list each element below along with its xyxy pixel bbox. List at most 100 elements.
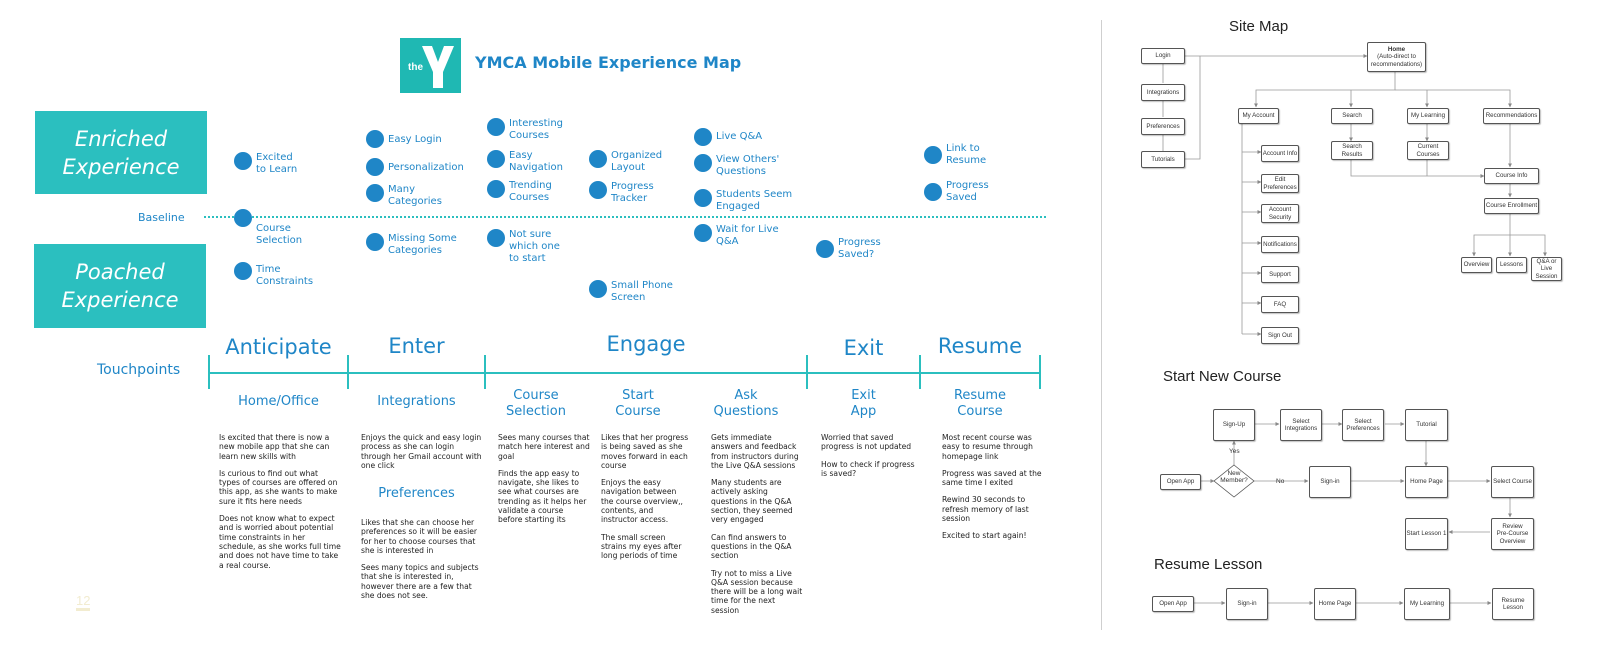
logo-the-text: the <box>408 62 423 73</box>
substage-description: Sees many courses that match here intere… <box>498 433 590 533</box>
description-paragraph: Most recent course was easy to resume th… <box>942 433 1033 461</box>
stage-resume: Resume <box>937 334 1023 358</box>
emotion-dot <box>366 130 384 148</box>
substage-title: Preferences <box>378 486 455 501</box>
emotion-dot <box>694 189 712 207</box>
emotion-label: Progress Tracker <box>611 181 654 204</box>
sitemap-title: Site Map <box>1229 18 1289 35</box>
emotion-label: Students Seem Engaged <box>716 189 793 212</box>
emotion-dot <box>366 184 384 202</box>
emotion-dot <box>234 152 252 170</box>
description-paragraph: Does not know what to expect and is worr… <box>219 514 341 570</box>
emotion-point: Missing Some Categories <box>366 233 457 257</box>
emotion-dot <box>694 224 712 242</box>
node-select-preferences: Select Preferences <box>1342 409 1384 441</box>
poached-label: Poached Experience <box>61 260 179 312</box>
emotion-point: Live Q&A <box>694 128 762 146</box>
substage-title: Home/Office <box>238 394 319 409</box>
description-paragraph: Excited to start again! <box>942 531 1027 541</box>
substage-title: Resume Course <box>953 388 1007 419</box>
emotion-dot <box>924 183 942 201</box>
node-open-app-2: Open App <box>1152 596 1194 612</box>
stage-anticipate: Anticipate <box>225 335 332 359</box>
emotion-point: Not sure which one to start <box>487 229 560 265</box>
emotion-label: Live Q&A <box>716 131 763 142</box>
description-paragraph: Worried that saved progress is not updat… <box>821 433 912 452</box>
substage-description: Most recent course was easy to resume th… <box>942 433 1042 549</box>
emotion-point: View Others' Questions <box>694 154 779 178</box>
emotion-point: Progress Saved? <box>816 237 881 261</box>
page-number: 12 <box>76 593 91 611</box>
substage-title: Integrations <box>377 394 456 409</box>
emotion-point: Easy Login <box>366 130 442 148</box>
description-paragraph: Sees many courses that match here intere… <box>498 433 590 461</box>
node-open-app: Open App <box>1160 474 1201 490</box>
stage-tick <box>1039 355 1041 389</box>
emotion-point: Easy Navigation <box>487 150 563 174</box>
substage-description: Enjoys the quick and easy login process … <box>361 433 483 478</box>
emotion-dot <box>487 229 505 247</box>
emotion-point: Link to Resume <box>924 143 986 167</box>
stage-engage: Engage <box>606 332 686 356</box>
substage-description: Likes that her progress is being saved a… <box>601 433 691 569</box>
touchpoints-label: Touchpoints <box>97 362 181 378</box>
description-paragraph: Enjoys the quick and easy login process … <box>361 433 482 470</box>
ymca-y-icon <box>422 46 454 88</box>
emotion-point: Course Selection <box>234 209 302 247</box>
emotion-dot <box>589 150 607 168</box>
stage-tick <box>919 355 921 389</box>
enriched-label: Enriched Experience <box>62 126 180 179</box>
page-title: YMCA Mobile Experience Map <box>475 53 742 72</box>
home-title: Home <box>1387 45 1406 53</box>
description-paragraph: The small screen strains my eyes after l… <box>601 532 682 561</box>
home-subtitle: (Auto-direct to recommendations) <box>1370 53 1423 68</box>
node-account-security: Account Security <box>1261 204 1299 223</box>
start-course-title: Start New Course <box>1163 368 1282 385</box>
emotion-label: Trending Courses <box>509 180 552 203</box>
emotion-label: Excited to Learn <box>256 152 298 175</box>
emotion-label: Missing Some Categories <box>388 233 457 256</box>
substage-description: Is excited that there is now a new mobil… <box>219 433 341 578</box>
emotion-label: Progress Saved? <box>838 237 881 260</box>
description-paragraph: Is curious to find out what types of cou… <box>219 468 338 506</box>
node-faq: FAQ <box>1261 296 1299 313</box>
stage-tick <box>347 355 349 389</box>
stage-exit: Exit <box>843 336 884 360</box>
substage-title: Course Selection <box>506 388 566 419</box>
substage-title: Exit App <box>850 388 877 419</box>
emotion-dot <box>694 154 712 172</box>
node-account-info: Account Info <box>1261 145 1299 162</box>
node-notifications: Notifications <box>1261 236 1299 253</box>
emotion-point: Time Constraints <box>234 262 313 288</box>
emotion-label: Interesting Courses <box>509 118 563 141</box>
node-select-course: Select Course <box>1491 466 1534 498</box>
node-home-page: Home Page <box>1405 466 1448 498</box>
emotion-point: Many Categories <box>366 184 442 208</box>
emotion-dot <box>487 150 505 168</box>
baseline-label: Baseline <box>138 211 185 224</box>
emotion-dot <box>366 158 384 176</box>
node-tutorial: Tutorial <box>1405 409 1448 441</box>
stage-enter: Enter <box>388 334 445 358</box>
node-my-account: My Account <box>1238 108 1279 124</box>
description-paragraph: Progress was saved at the same time I ex… <box>942 468 1042 488</box>
node-support: Support <box>1261 266 1299 283</box>
node-search: Search <box>1331 108 1373 124</box>
decision-label: New Member? <box>1220 470 1248 484</box>
node-overview: Overview <box>1461 257 1492 273</box>
description-paragraph: Is excited that there is now a new mobil… <box>219 433 330 461</box>
emotion-point: Wait for Live Q&A <box>694 224 779 248</box>
node-tutorials: Tutorials <box>1141 151 1185 168</box>
substage-description: Likes that she can choose her preference… <box>361 518 483 608</box>
node-qa-live: Q&A or Live Session <box>1531 257 1562 281</box>
enriched-experience-box: Enriched Experience <box>35 111 207 194</box>
emotion-point: Progress Saved <box>924 180 989 204</box>
node-home: Home (Auto-direct to recommendations) <box>1367 42 1426 72</box>
description-paragraph: Likes that her progress is being saved a… <box>601 433 689 470</box>
node-sign-in: Sign-in <box>1309 466 1351 498</box>
emotion-dot <box>487 118 505 136</box>
node-home-page-2: Home Page <box>1314 588 1356 620</box>
description-paragraph: Enjoys the easy navigation between the c… <box>601 478 683 525</box>
description-paragraph: Gets immediate answers and feedback from… <box>711 433 799 470</box>
node-course-enrollment: Course Enrollment <box>1484 198 1539 214</box>
